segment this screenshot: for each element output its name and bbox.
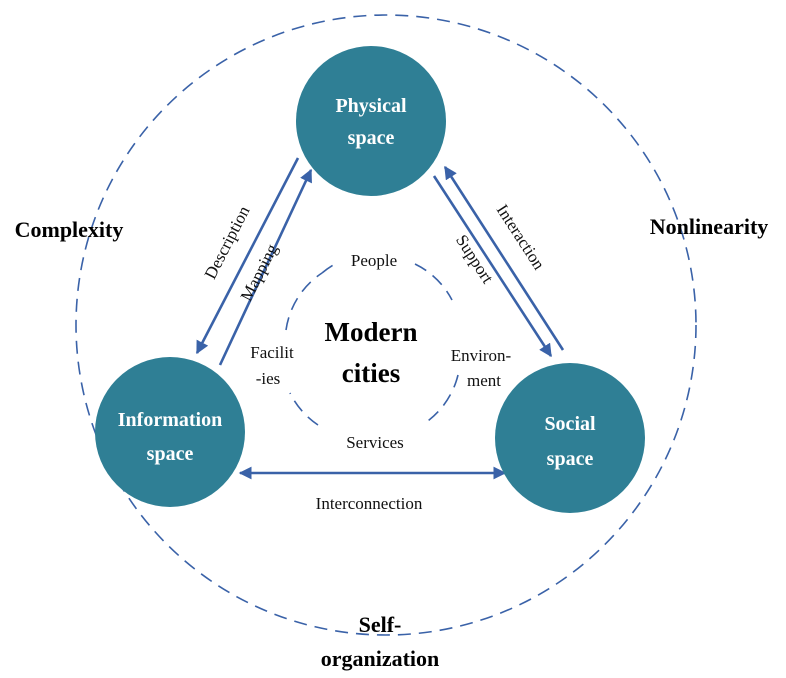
- description-label: Description: [201, 202, 254, 282]
- self-organization-label-line2: organization: [321, 646, 440, 671]
- physical-space-label-line2: space: [348, 127, 395, 149]
- inner-dashed-circle: [285, 263, 459, 426]
- mapping-label: Mapping: [237, 240, 282, 304]
- modern-cities-label-line1: Modern: [325, 317, 418, 347]
- information-space-label-line2: space: [147, 443, 194, 465]
- social-space-node: Social space: [495, 363, 645, 513]
- physical-space-label-line1: Physical: [335, 95, 407, 117]
- facilities-label-line1: Facilit: [250, 343, 294, 362]
- people-label: People: [351, 251, 397, 270]
- self-organization-label-line1: Self-: [359, 612, 402, 637]
- mapping-arrow: [218, 168, 313, 366]
- environment-label-line2: ment: [467, 371, 501, 390]
- interconnection-label: Interconnection: [316, 494, 423, 513]
- physical-space-node: Physical space: [296, 46, 446, 196]
- complexity-label: Complexity: [15, 217, 124, 242]
- environment-label-line1: Environ-: [451, 346, 512, 365]
- outer-dashed-circle: [75, 14, 697, 636]
- modern-cities-label-line2: cities: [342, 358, 400, 388]
- information-space-label-line1: Information: [118, 409, 222, 431]
- nonlinearity-label: Nonlinearity: [650, 214, 769, 239]
- facilities-label-line2: -ies: [256, 369, 281, 388]
- information-space-node: Information space: [95, 357, 245, 507]
- interaction-label: Interaction: [493, 201, 549, 274]
- description-arrow: [195, 157, 300, 355]
- support-arrow: [432, 175, 553, 358]
- social-space-label-line2: space: [547, 448, 594, 470]
- social-space-label-line1: Social: [544, 413, 596, 435]
- services-label: Services: [346, 433, 404, 452]
- interaction-arrow: [443, 165, 565, 351]
